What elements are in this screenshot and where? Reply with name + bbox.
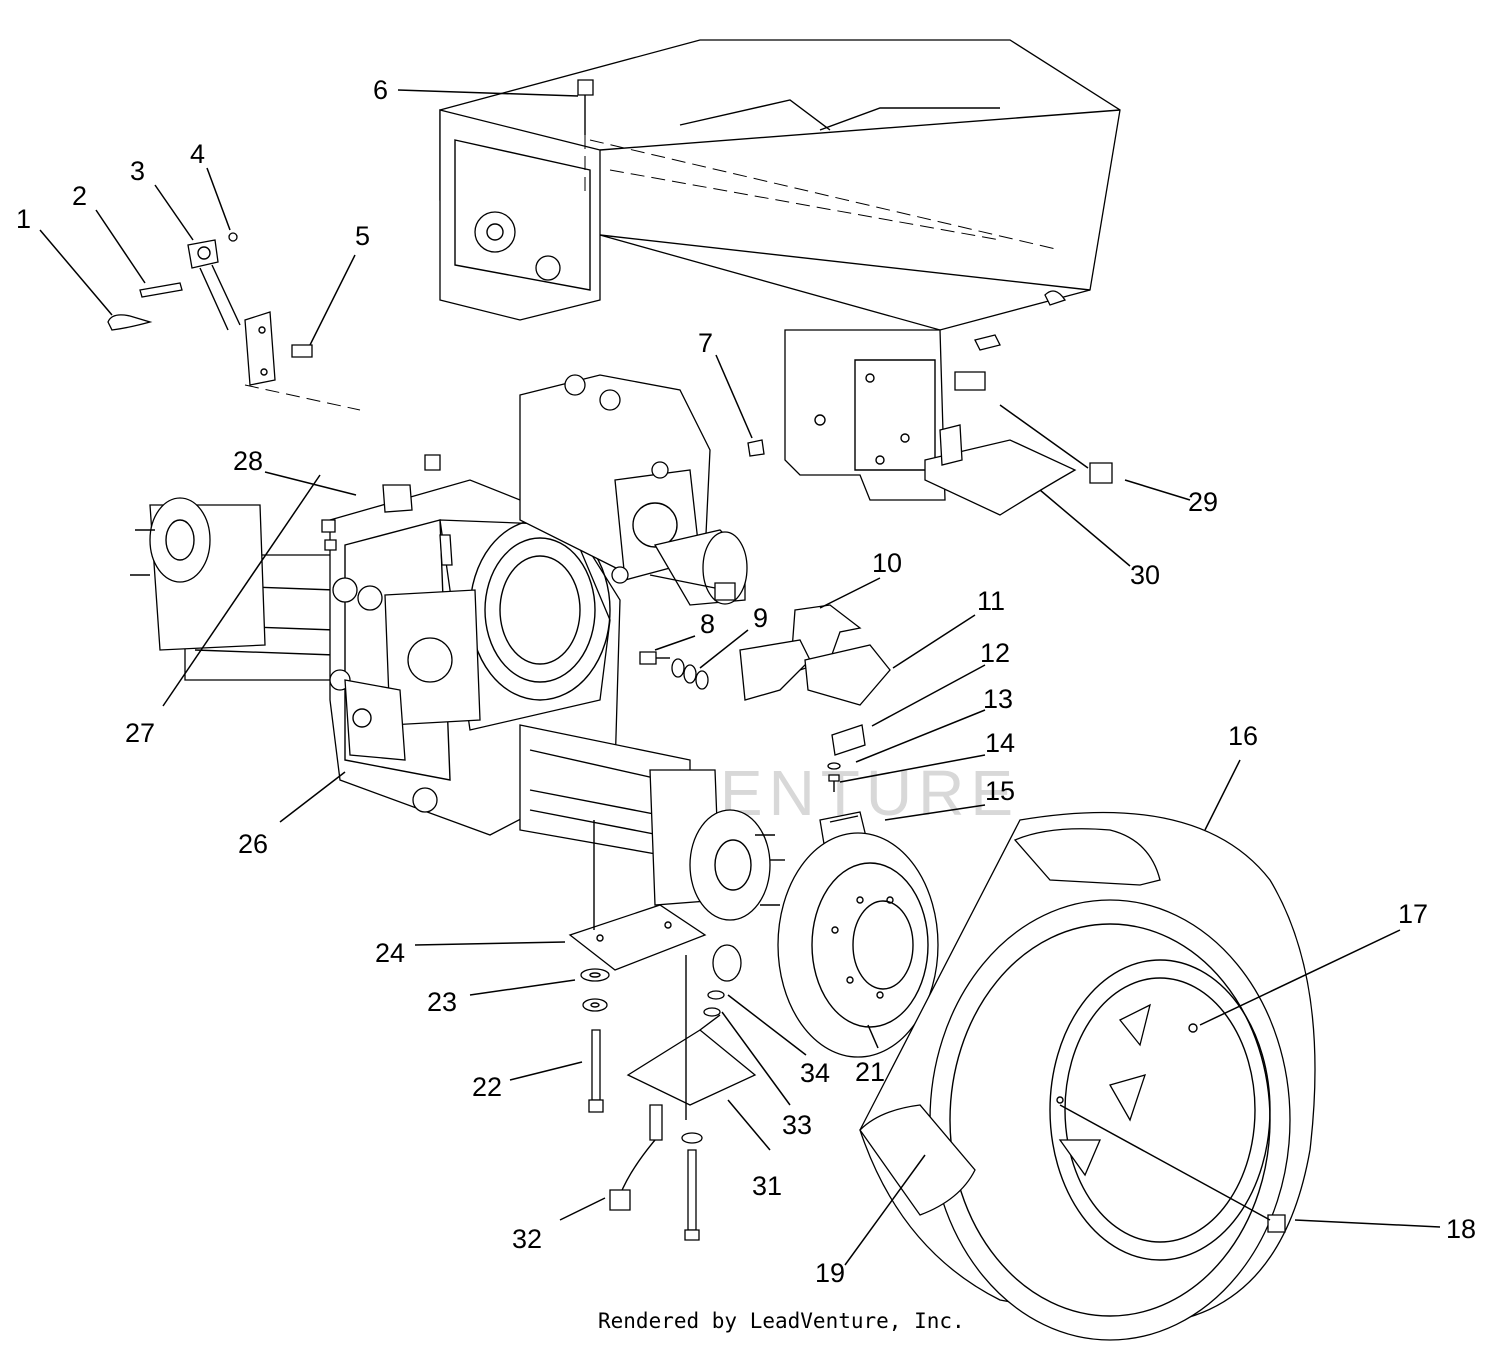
callout-3: 3 bbox=[130, 156, 145, 186]
wheel-assembly bbox=[859, 811, 1316, 1341]
callout-10: 10 bbox=[872, 548, 902, 578]
callout-22: 22 bbox=[472, 1072, 502, 1102]
rendered-by-footer: Rendered by LeadVenture, Inc. bbox=[598, 1309, 965, 1333]
callout-18: 18 bbox=[1446, 1214, 1476, 1244]
callout-4: 4 bbox=[190, 139, 205, 169]
callout-34: 34 bbox=[800, 1058, 830, 1088]
leader-lines bbox=[39, 89, 1441, 1266]
callout-5: 5 bbox=[355, 221, 370, 251]
callout-14: 14 bbox=[985, 728, 1015, 758]
callout-30: 30 bbox=[1130, 560, 1160, 590]
callout-19: 19 bbox=[815, 1258, 845, 1288]
callout-8: 8 bbox=[700, 609, 715, 639]
linkage-parts-1-5 bbox=[107, 232, 361, 411]
callout-15: 15 bbox=[985, 776, 1015, 806]
callout-24: 24 bbox=[375, 938, 405, 968]
fasteners bbox=[577, 79, 765, 690]
callout-29: 29 bbox=[1188, 487, 1218, 517]
callout-6: 6 bbox=[373, 75, 388, 105]
callout-26: 26 bbox=[238, 829, 268, 859]
callout-11: 11 bbox=[977, 586, 1005, 616]
callout-1: 1 bbox=[16, 204, 31, 234]
callout-21: 21 bbox=[855, 1057, 885, 1087]
callout-33: 33 bbox=[782, 1110, 812, 1140]
callout-13: 13 bbox=[983, 684, 1013, 714]
callout-28: 28 bbox=[233, 446, 263, 476]
callout-17: 17 bbox=[1398, 899, 1428, 929]
brake-caliper-parts bbox=[739, 604, 891, 857]
callout-labels: 1 2 3 4 5 6 7 8 9 10 11 12 13 14 15 16 1… bbox=[16, 75, 1476, 1288]
callout-16: 16 bbox=[1228, 721, 1258, 751]
brake-rotor bbox=[777, 832, 939, 1058]
callout-31: 31 bbox=[752, 1171, 782, 1201]
frame-assembly bbox=[439, 39, 1121, 501]
callout-12: 12 bbox=[980, 638, 1010, 668]
callout-2: 2 bbox=[72, 181, 87, 211]
mount-parts bbox=[568, 820, 757, 1241]
callout-32: 32 bbox=[512, 1224, 542, 1254]
callout-9: 9 bbox=[753, 603, 768, 633]
transmission-assembly bbox=[130, 374, 785, 921]
bracket-30 bbox=[924, 404, 1113, 516]
callout-23: 23 bbox=[427, 987, 457, 1017]
callout-27: 27 bbox=[125, 718, 155, 748]
callout-7: 7 bbox=[698, 328, 713, 358]
